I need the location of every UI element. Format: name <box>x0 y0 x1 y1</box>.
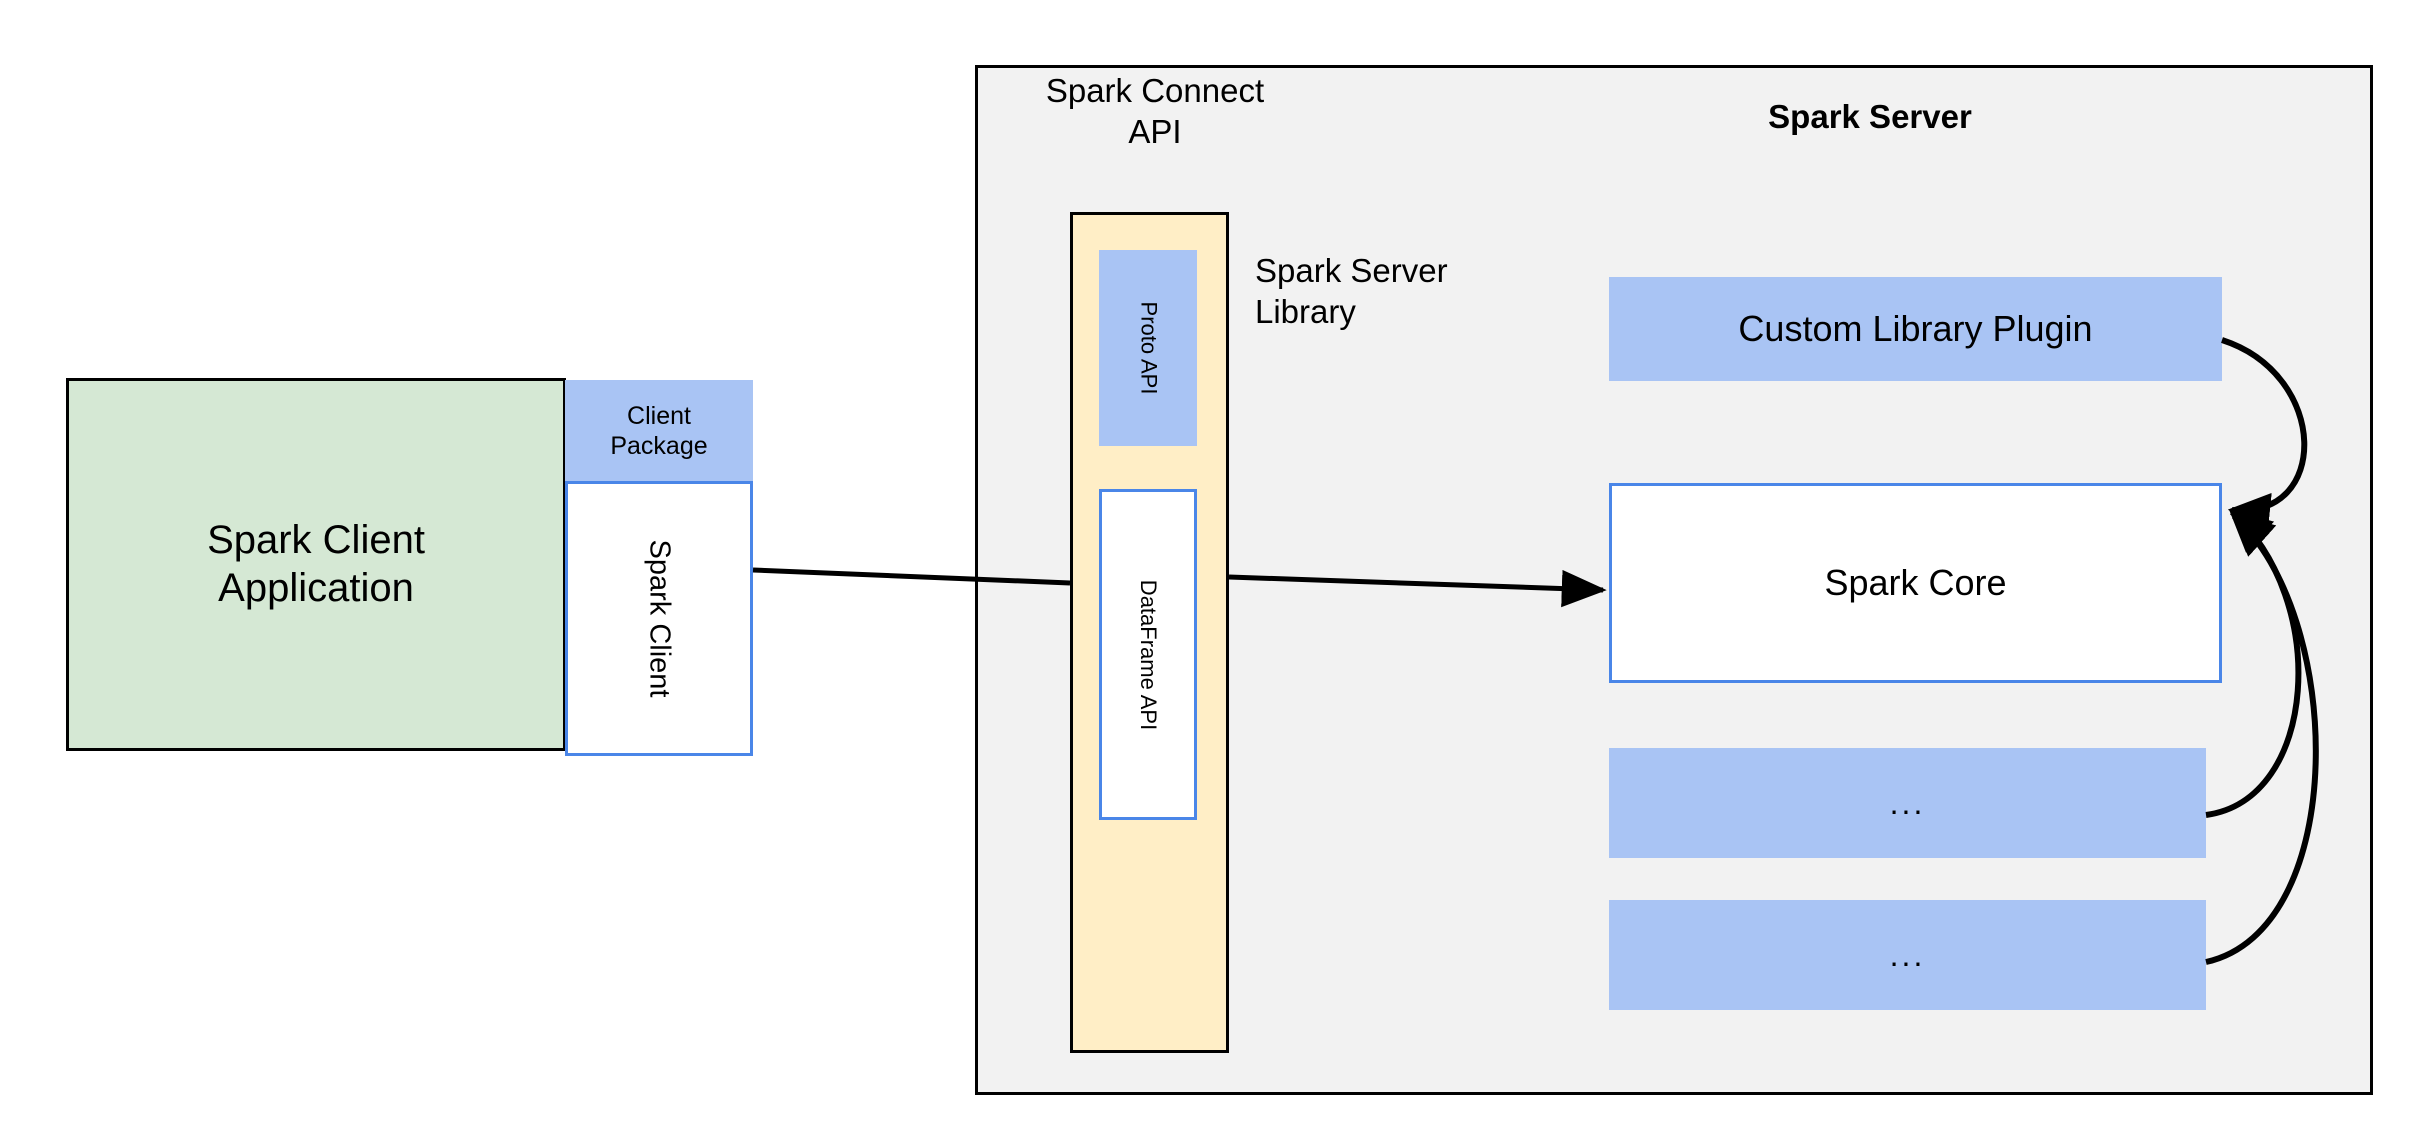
proto-api-label: Proto API <box>1135 301 1161 395</box>
custom-library-plugin-label: Custom Library Plugin <box>1738 308 2093 349</box>
dataframe-api-label: DataFrame API <box>1136 579 1162 730</box>
proto-api-box: Proto API <box>1099 250 1197 446</box>
spark-connect-api-label: Spark Connect API <box>1045 72 1265 151</box>
plugin-placeholder-box-1: ... <box>1609 748 2206 858</box>
spark-client-box: Spark Client <box>565 481 753 756</box>
plugin-placeholder-box-2: ... <box>1609 900 2206 1010</box>
spark-core-box: Spark Core <box>1609 483 2222 683</box>
spark-client-label: Spark Client <box>643 539 676 698</box>
custom-library-plugin-box: Custom Library Plugin <box>1609 277 2222 381</box>
plugin-placeholder-label-1: ... <box>1889 784 1926 821</box>
spark-server-library-label: Spark Server Library <box>1255 252 1448 331</box>
client-package-box: Client Package <box>565 380 753 482</box>
spark-client-application-label: Spark Client Application <box>207 518 425 610</box>
plugin-placeholder-label-2: ... <box>1889 936 1926 973</box>
spark-core-label: Spark Core <box>1824 562 2007 603</box>
spark-server-title: Spark Server <box>1768 98 1972 135</box>
dataframe-api-box: DataFrame API <box>1099 489 1197 820</box>
spark-client-application-box: Spark Client Application <box>66 378 566 751</box>
client-package-label: Client Package <box>610 402 708 460</box>
